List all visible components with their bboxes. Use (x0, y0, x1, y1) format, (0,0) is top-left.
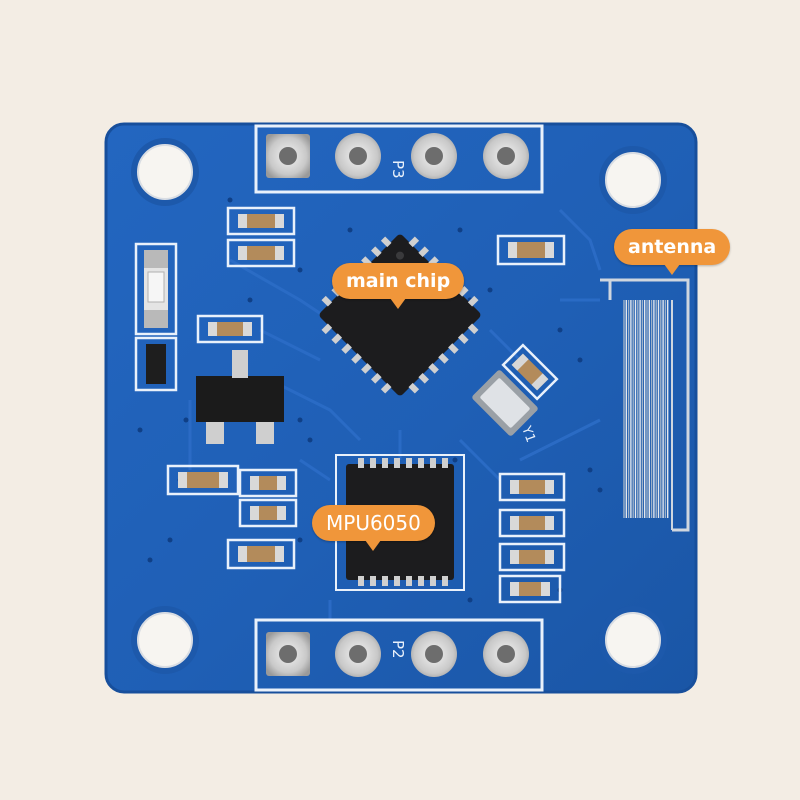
chip-pin (380, 236, 392, 248)
smd-component (166, 464, 240, 496)
chip-pin (358, 576, 364, 586)
silkscreen-p2: P2 (389, 640, 407, 659)
crystal-y1 (472, 370, 538, 436)
smd-component (498, 574, 562, 604)
silkscreen-y1: Y1 (518, 423, 538, 444)
chip-pin (394, 458, 400, 468)
chip-pin (457, 333, 469, 344)
chip-pin (438, 353, 449, 364)
chip-pin (442, 576, 448, 586)
chip-pin (457, 286, 469, 297)
chip-pin (371, 246, 382, 258)
chip-pin (321, 323, 333, 335)
chip-pin (418, 458, 424, 468)
transistor-sot23 (196, 350, 284, 444)
chip-pin (428, 363, 439, 374)
header-pin (335, 133, 381, 179)
main-chip-label: main chip (346, 270, 451, 292)
mpu6050-label: MPU6050 (326, 511, 421, 535)
chip-pin (418, 372, 429, 384)
chip-pin (331, 333, 343, 344)
smd-component (498, 472, 566, 502)
chip-pin (321, 295, 333, 307)
smd-passives (166, 206, 566, 604)
header-pin (266, 134, 310, 178)
smd-component (496, 234, 566, 266)
smd-component (498, 508, 566, 538)
crystal-capacitor (501, 343, 559, 401)
chip-pin (448, 343, 459, 354)
header-pin (483, 631, 529, 677)
smd-component (498, 542, 566, 572)
chip-pin (418, 246, 429, 258)
smd-component (196, 314, 264, 344)
antenna-callout: antenna (614, 229, 731, 275)
traces (188, 208, 602, 620)
chip-pin (382, 576, 388, 586)
smd-component (238, 498, 298, 528)
header-pin (411, 133, 457, 179)
chip-pin (371, 372, 382, 384)
mpu6050-callout: MPU6050 (312, 505, 435, 551)
header-p3: P3 (254, 124, 544, 194)
main-chip-callout: main chip (332, 263, 465, 309)
pcb-board (104, 122, 698, 694)
chip-pin (430, 458, 436, 468)
chip-pin (394, 576, 400, 586)
chip-pin (351, 353, 362, 364)
chip-pin (408, 236, 420, 248)
chip-pin (380, 382, 392, 394)
silkscreen-p3: P3 (389, 160, 407, 179)
chip-pin (467, 323, 479, 335)
chip-pin (418, 576, 424, 586)
chip-pin (442, 458, 448, 468)
chip-pin (370, 576, 376, 586)
smd-component (226, 238, 296, 268)
smd-component (238, 468, 298, 498)
header-pin (335, 631, 381, 677)
chip-pin (358, 458, 364, 468)
chip-pin (370, 458, 376, 468)
chip-pin (430, 576, 436, 586)
chip-pin (406, 458, 412, 468)
pcb-antenna (600, 278, 690, 532)
header-pin (411, 631, 457, 677)
antenna-label: antenna (628, 236, 717, 258)
smd-component (226, 538, 296, 570)
chip-pin (361, 363, 372, 374)
header-pin (266, 632, 310, 676)
header-p2: P2 (254, 618, 544, 692)
chip-pin (341, 343, 352, 354)
chip-pin (408, 382, 420, 394)
resistor-left (134, 336, 178, 392)
smd-component (226, 206, 296, 236)
led (134, 242, 178, 336)
chip-pin (382, 458, 388, 468)
chip-pin (406, 576, 412, 586)
mounting-holes (131, 138, 667, 674)
header-pin (483, 133, 529, 179)
chip-pin (467, 295, 479, 307)
